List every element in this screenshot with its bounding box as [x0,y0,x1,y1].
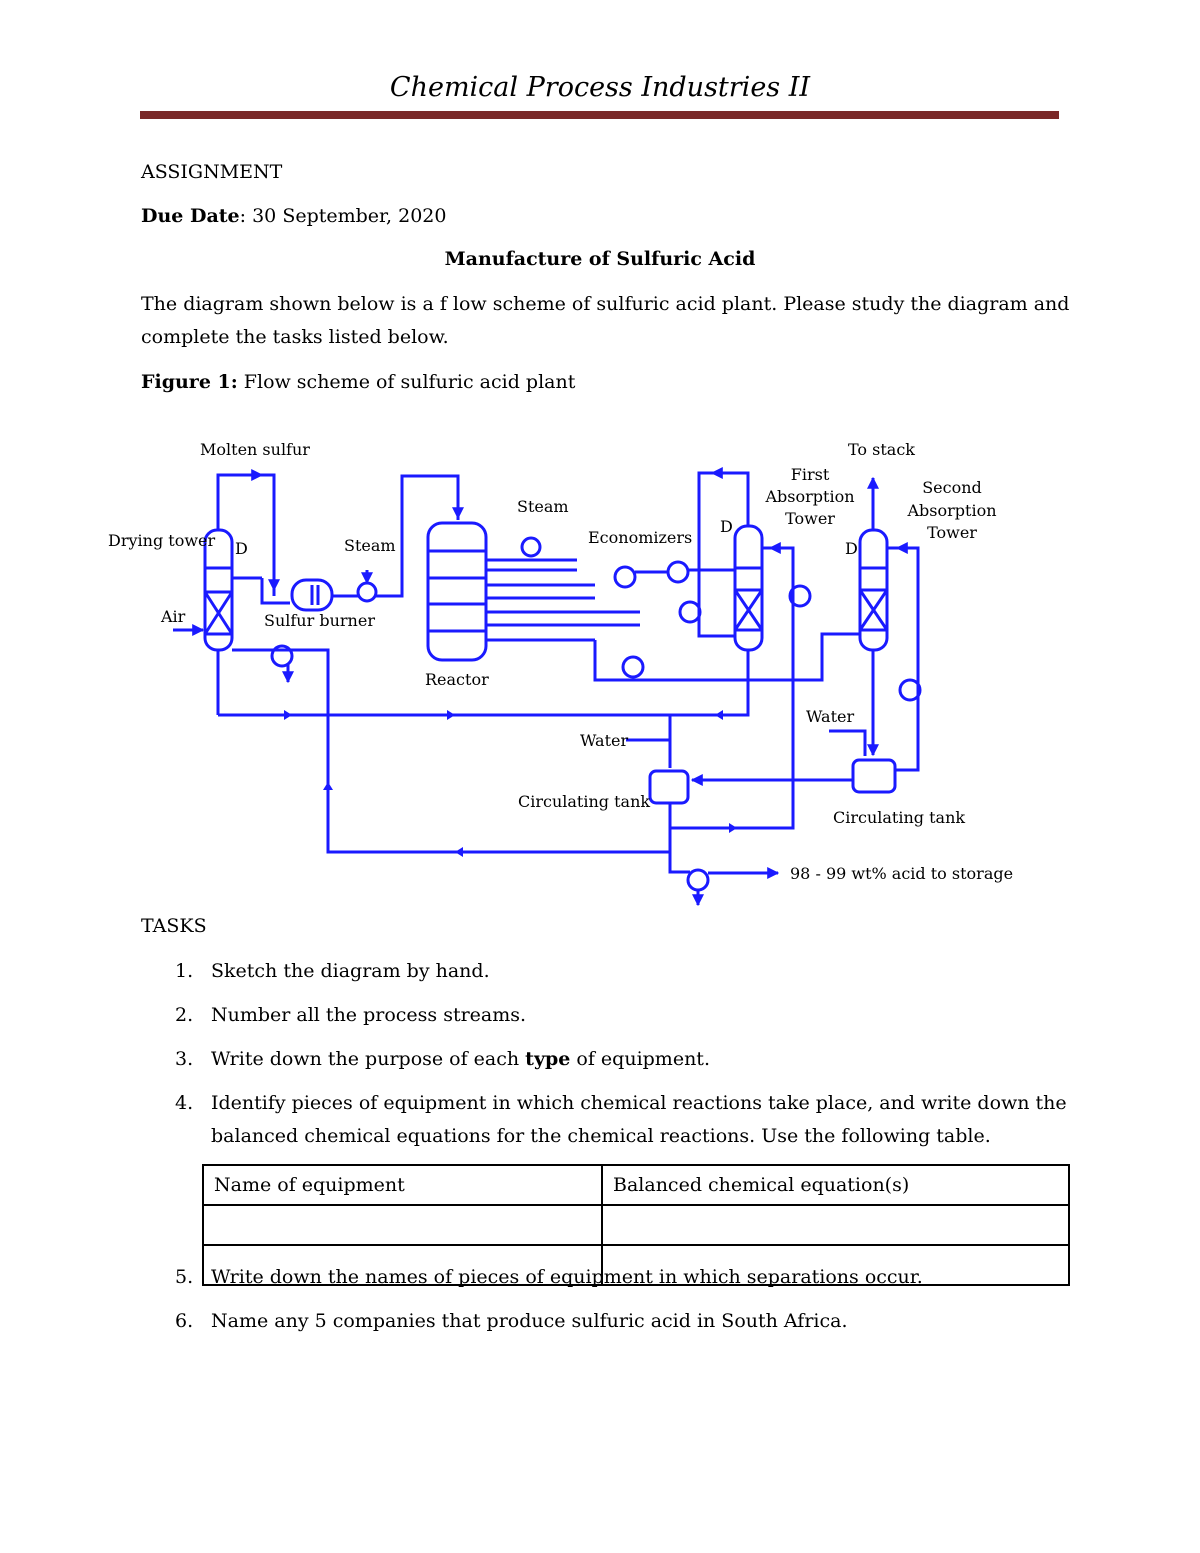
first-absorption-tower [733,524,764,652]
label-reactor: Reactor [425,670,489,689]
label-economizers: Economizers [588,528,692,547]
figure-caption-text: Flow scheme of sulfuric acid plant [237,371,576,393]
reactor [426,521,488,662]
economizer-1 [613,565,637,589]
task-list: 1. Sketch the diagram by hand. 2. Number a… [141,955,1071,1349]
table-cell[interactable] [202,1244,603,1286]
assignment-label: ASSIGNMENT [141,161,283,183]
label-d1: D [235,539,248,558]
task-text-bold: type [525,1048,571,1070]
task-text: Number all the process streams. [211,1004,527,1026]
table-row [202,1204,1070,1246]
circulating-tank-2 [851,758,897,794]
page-header-title: Chemical Process Industries II [389,72,811,103]
label-to-stack: To stack [848,440,915,459]
task-text: Identify pieces of equipment in which ch… [211,1092,1067,1147]
waste-heat-boiler-1 [356,581,378,603]
task-item: 1. Sketch the diagram by hand. [141,955,1071,988]
due-date: Due Date: 30 September, 2020 [141,204,446,228]
intro-paragraph: The diagram shown below is a f low schem… [141,293,1070,348]
label-second-absorption-2: Absorption [906,501,996,520]
task-number: 4. [175,1092,194,1114]
task-item: 6. Name any 5 companies that produce sulf… [141,1305,1071,1338]
label-air: Air [160,607,186,626]
task-number: 6. [175,1310,194,1332]
header-rule [140,111,1059,119]
task-number: 3. [175,1048,194,1070]
table-header-row: Name of equipment Balanced chemical equa… [202,1164,1070,1206]
label-first-absorption-2: Absorption [764,487,854,506]
label-drying-tower: Drying tower [108,531,215,550]
table-cell[interactable] [202,1204,603,1246]
task-item: 3. Write down the purpose of each type of… [141,1043,1071,1076]
table-cell[interactable] [601,1204,1070,1246]
figure-caption-label: Figure 1: [141,371,238,393]
due-date-value: : 30 September, 2020 [239,205,447,227]
task-number: 2. [175,1004,194,1026]
acid-pump [686,868,710,892]
table-row [202,1244,1070,1286]
label-circulating-tank-right: Circulating tank [833,808,965,827]
task-item: 2. Number all the process streams. [141,999,1071,1032]
circulating-tank-1 [648,769,690,805]
label-steam-left: Steam [344,536,396,555]
section-title: Manufacture of Sulfuric Acid [444,248,756,270]
table-cell[interactable] [601,1244,1070,1286]
table-header-cell: Balanced chemical equation(s) [601,1164,1070,1206]
table-header-cell: Name of equipment [202,1164,603,1206]
task-text: Name any 5 companies that produce sulfur… [211,1310,848,1332]
label-second-absorption-3: Tower [927,523,977,542]
label-water-right: Water [806,707,854,726]
task-text: of equipment. [570,1048,710,1070]
tasks-label: TASKS [141,915,207,937]
task-number: 1. [175,960,194,982]
task-item: 4. Identify pieces of equipment in which … [141,1087,1071,1153]
label-first-absorption-3: Tower [785,509,835,528]
label-d2: D [720,517,733,536]
label-d3: D [845,539,858,558]
task-text: Write down the purpose of each [211,1048,526,1070]
figure-caption: Figure 1: Flow scheme of sulfuric acid p… [141,370,575,394]
waste-heat-boiler-2 [520,536,542,558]
drying-tower [203,500,234,715]
sulfur-burner [290,578,334,612]
label-sulfur-burner: Sulfur burner [264,611,375,630]
label-first-absorption-1: First [791,465,830,484]
label-molten-sulfur: Molten sulfur [200,440,310,459]
label-water-left: Water [580,731,628,750]
label-steam-mid: Steam [517,497,569,516]
due-date-label: Due Date [141,205,240,227]
label-second-absorption-1: Second [922,478,982,497]
task-number: 5. [175,1266,194,1288]
label-circulating-tank-left: Circulating tank [518,792,650,811]
label-acid-storage: 98 - 99 wt% acid to storage [790,864,1013,883]
economizer-2 [666,560,690,584]
second-absorption-tower [858,528,889,652]
task-text: Sketch the diagram by hand. [211,960,490,982]
equation-table: Name of equipment Balanced chemical equa… [202,1164,1070,1286]
